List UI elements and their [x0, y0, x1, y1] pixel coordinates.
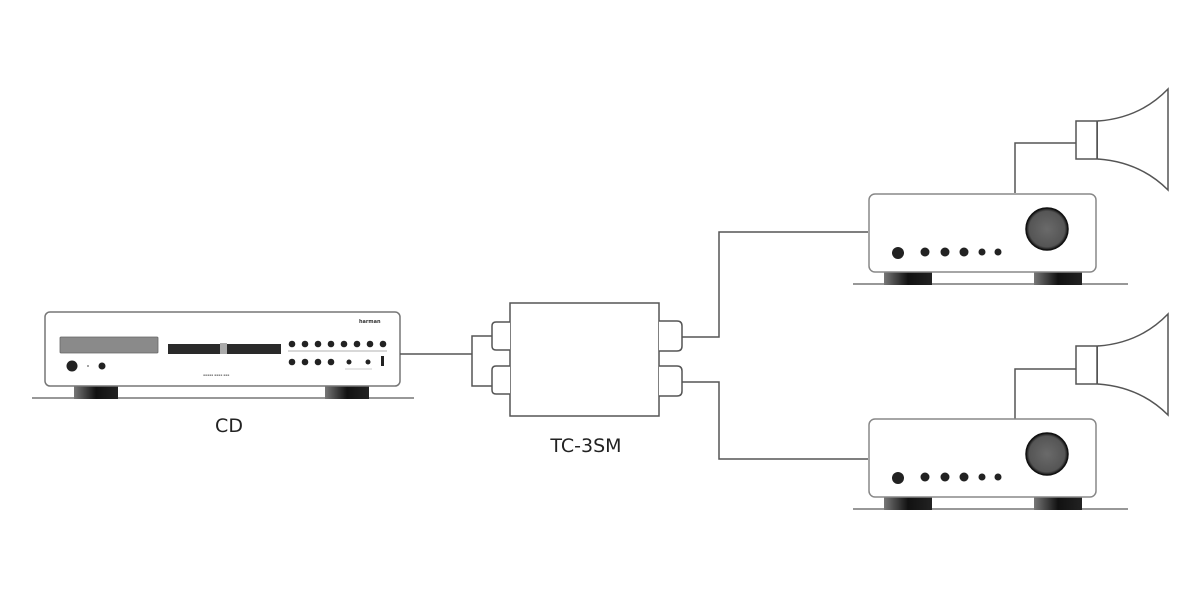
amp2-volume-knob [1025, 432, 1069, 476]
cd-label: CD [215, 415, 243, 437]
cd-brand: harman [359, 319, 381, 325]
cd-foot-left [74, 385, 118, 399]
amp1-power-button [892, 247, 904, 259]
amp2-foot-right [1034, 496, 1082, 510]
cd-power-button [66, 360, 78, 372]
wires [400, 142, 1076, 460]
amp2-foot-left [884, 496, 932, 510]
tc-3sm-splitter: TC-3SM [491, 302, 683, 457]
horn2-flare [1097, 312, 1169, 417]
wire-amp2-to-horn2 [1014, 368, 1076, 419]
cd-indicator-led [87, 365, 89, 367]
cd-display [59, 336, 159, 354]
wire-splitter-to-amp2 [682, 381, 868, 460]
cd-model-text: ▪▪▪▪▪ ▪▪▪▪ ▪▪▪ [203, 373, 229, 377]
wire-splitter-to-amp1 [682, 231, 868, 338]
cd-player: harman ▪▪▪▪▪ ▪▪▪▪ ▪▪▪ CD [32, 311, 414, 437]
horn-speaker-2 [1075, 312, 1169, 417]
cd-button-row-bottom [288, 356, 384, 366]
cd-foot-right [325, 385, 369, 399]
amp1-foot-left [884, 271, 932, 285]
splitter-label: TC-3SM [549, 435, 621, 457]
horn2-driver [1075, 345, 1099, 385]
amp1-foot-right [1034, 271, 1082, 285]
cd-tray-center [220, 343, 227, 354]
amp2-buttons [920, 472, 1002, 482]
horn1-flare [1097, 87, 1169, 192]
amp1-buttons [920, 247, 1002, 257]
wire-splitter-input-bottom [471, 354, 492, 387]
amp1-volume-knob [1025, 207, 1069, 251]
amplifier-1 [853, 193, 1128, 285]
splitter-input-connector-bottom [491, 365, 510, 395]
amplifier-2 [853, 418, 1128, 510]
splitter-output-connector-top [659, 320, 683, 352]
horn-speaker-1 [1075, 87, 1169, 192]
horn1-driver [1075, 120, 1099, 160]
cd-button-row-top [288, 340, 387, 348]
wire-amp1-to-horn1 [1014, 142, 1076, 193]
wire-splitter-input-top [471, 335, 492, 354]
amp2-power-button [892, 472, 904, 484]
splitter-body [509, 302, 660, 417]
splitter-input-connector-top [491, 321, 510, 351]
splitter-output-connector-bottom [659, 365, 683, 397]
cd-open-button [98, 362, 106, 370]
